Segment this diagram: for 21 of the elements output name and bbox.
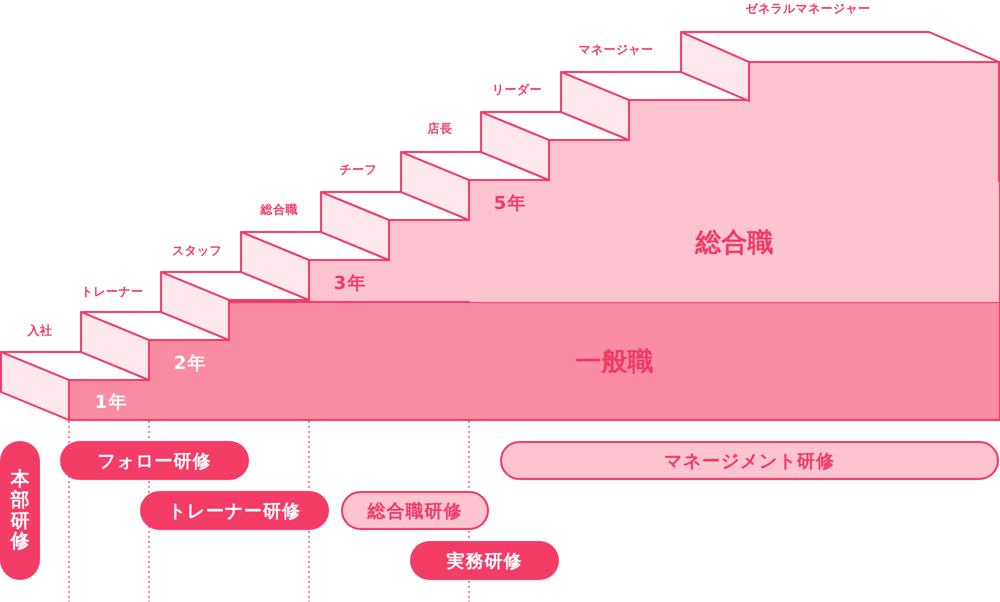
step-label: 総合職 bbox=[260, 202, 298, 218]
step-label: トレーナー bbox=[80, 284, 144, 300]
step-label: リーダー bbox=[492, 82, 542, 98]
training-pill: 総合職研修 bbox=[341, 491, 489, 530]
band-title: 総合職 bbox=[696, 226, 774, 260]
year-label: 2年 bbox=[174, 352, 206, 375]
training-pill: 実務研修 bbox=[410, 541, 559, 580]
step-label: マネージャー bbox=[578, 42, 654, 58]
step-label: 店長 bbox=[428, 120, 452, 138]
band-title: 一般職 bbox=[576, 346, 654, 378]
training-pill: トレーナー研修 bbox=[140, 491, 329, 530]
year-label: 1年 bbox=[94, 391, 128, 414]
step-label: チーフ bbox=[339, 162, 377, 178]
year-label: 5年 bbox=[494, 192, 526, 215]
step-label: ゼネラルマネージャー bbox=[746, 0, 870, 18]
training-pill: フォロー研修 bbox=[60, 441, 249, 480]
training-pill: マネージメント研修 bbox=[500, 441, 999, 480]
step-label: 入社 bbox=[28, 322, 52, 340]
step-label: スタッフ bbox=[172, 242, 222, 260]
training-pill: 本部研修 bbox=[0, 441, 40, 580]
year-label: 3年 bbox=[334, 272, 366, 295]
